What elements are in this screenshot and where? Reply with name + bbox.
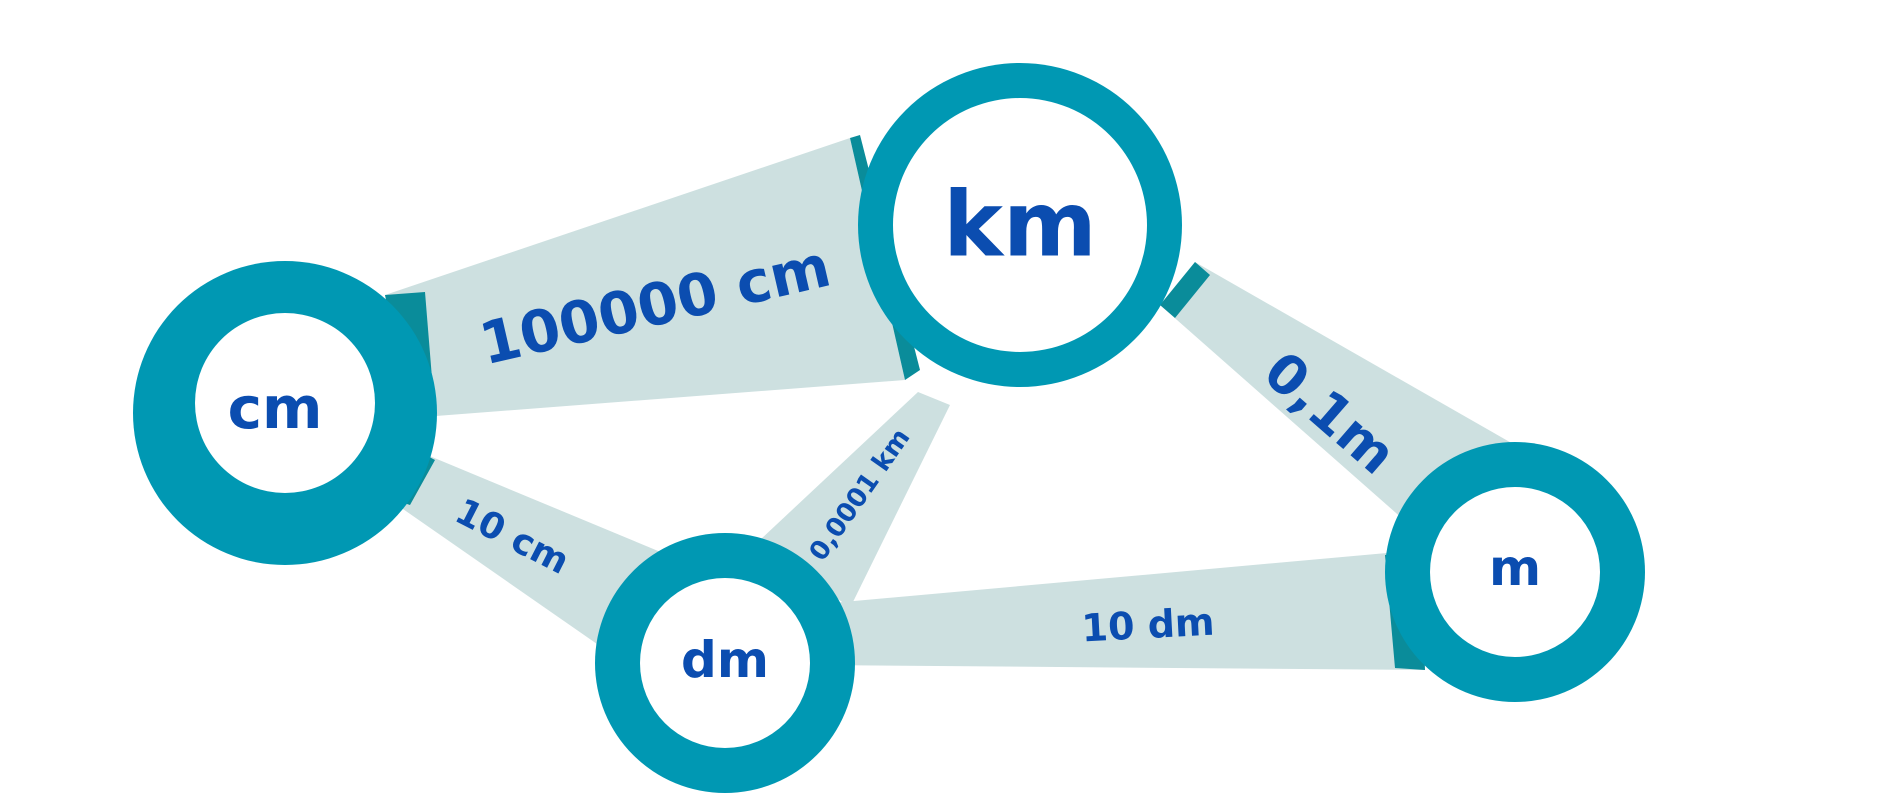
edge-label-dm-m: 10 dm	[1080, 600, 1215, 651]
band-dm-km	[760, 392, 950, 608]
node-cm: cm	[133, 261, 437, 565]
node-dm: dm	[595, 533, 855, 793]
node-cm-center	[195, 313, 375, 493]
band-cm-km	[385, 138, 905, 418]
band-cm-dm	[390, 452, 675, 660]
node-km: km	[858, 63, 1182, 387]
node-m-label: m	[1489, 539, 1541, 597]
node-km-label: km	[943, 173, 1097, 278]
band-dm-m	[810, 550, 1425, 670]
overlap-km-m	[1160, 262, 1210, 318]
node-dm-center	[640, 578, 810, 748]
node-m: m	[1385, 442, 1645, 702]
node-dm-label: dm	[681, 631, 769, 689]
node-m-center	[1430, 487, 1600, 657]
node-cm-label: cm	[228, 374, 323, 442]
node-km-center	[893, 98, 1147, 352]
